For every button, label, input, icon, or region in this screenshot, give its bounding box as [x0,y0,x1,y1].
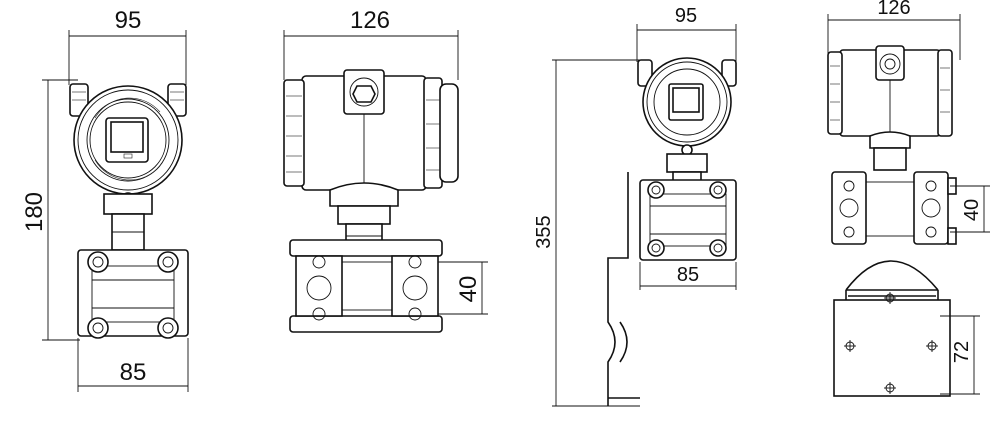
side-view-1: 126 [283,7,488,333]
front-view-1: 95 180 [21,7,189,392]
dim-95-front-2: 95 [675,5,697,27]
dim-126-side-1: 126 [350,7,390,34]
dim-40-side-1: 40 [455,276,482,303]
bolt [87,251,179,339]
side-view-2: 126 40 [827,0,990,397]
dim-180: 180 [21,192,48,232]
dim-355: 355 [533,215,555,248]
dim-40-side-2: 40 [961,199,983,221]
dim-85-front-2: 85 [677,264,699,286]
dim-72: 72 [951,341,973,363]
dim-126-side-2: 126 [877,0,910,19]
dim-85-front-1: 85 [120,359,147,386]
dim-95-front-1: 95 [115,7,142,34]
front-view-2: 95 355 85 [533,5,737,407]
